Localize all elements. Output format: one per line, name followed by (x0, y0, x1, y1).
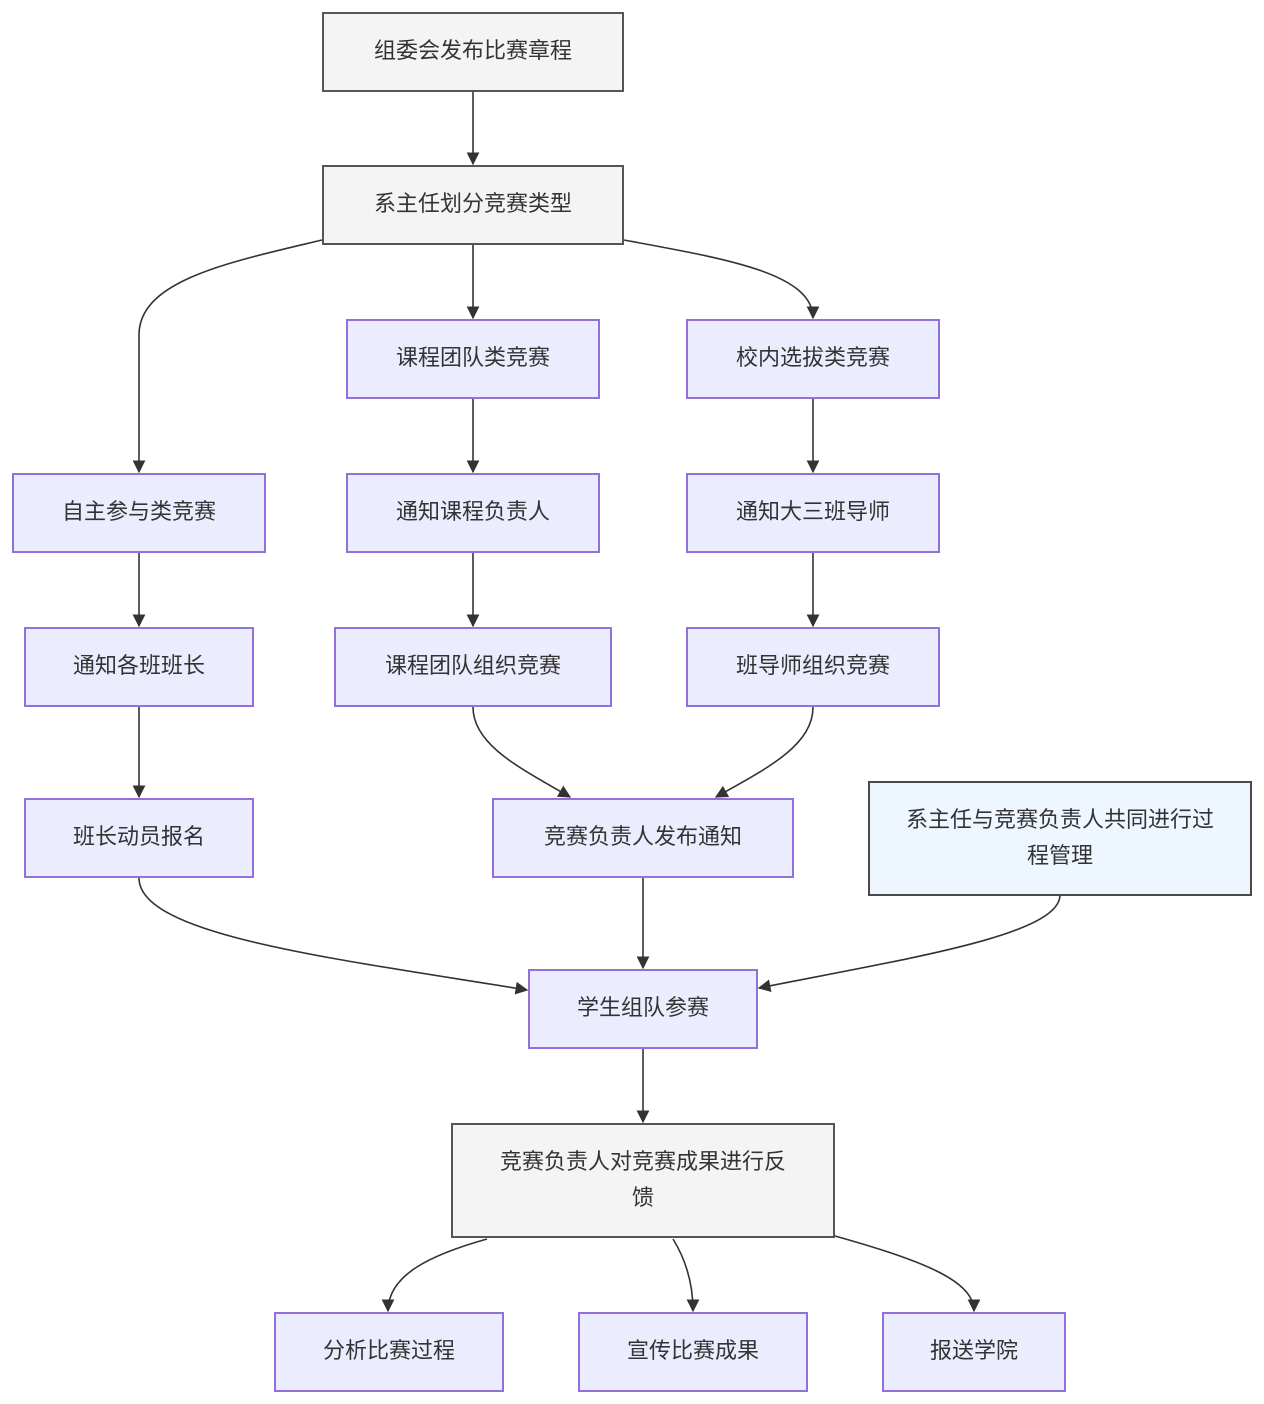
node-n18-label: 报送学院 (929, 1339, 1018, 1365)
node-n13: 系主任与竞赛负责人共同进行过程管理 (868, 781, 1252, 896)
node-n17-label: 宣传比赛成果 (626, 1339, 759, 1365)
node-n16: 分析比赛过程 (274, 1312, 504, 1392)
node-n11: 班长动员报名 (24, 798, 254, 878)
node-n3: 课程团队类竞赛 (346, 319, 600, 399)
node-n6: 通知课程负责人 (346, 473, 600, 553)
node-n7-label: 通知大三班导师 (735, 500, 890, 526)
node-n15-label: 竞赛负责人对竞赛成果进行反馈 (499, 1150, 786, 1211)
node-n13-label: 系主任与竞赛负责人共同进行过程管理 (905, 808, 1214, 869)
node-n7: 通知大三班导师 (686, 473, 940, 553)
edge-n11-n14 (138, 877, 529, 995)
node-n14-label: 学生组队参赛 (576, 996, 709, 1022)
edge-n2-n4 (623, 239, 820, 320)
node-n18: 报送学院 (882, 1312, 1066, 1392)
node-n1-label: 组委会发布比赛章程 (373, 39, 572, 65)
node-n5-label: 自主参与类竞赛 (61, 500, 216, 526)
node-n10-label: 班导师组织竞赛 (735, 654, 890, 680)
node-n8-label: 通知各班班长 (72, 654, 205, 680)
node-n15: 竞赛负责人对竞赛成果进行反馈 (451, 1123, 835, 1238)
node-n3-label: 课程团队类竞赛 (395, 346, 550, 372)
edge-n2-n5 (132, 239, 323, 474)
edge-n10-n12 (714, 706, 814, 798)
edge-n13-n14 (757, 894, 1061, 993)
node-n8: 通知各班班长 (24, 627, 254, 707)
node-n9: 课程团队组织竞赛 (334, 627, 612, 707)
node-n12-label: 竞赛负责人发布通知 (543, 825, 742, 851)
node-n2-label: 系主任划分竞赛类型 (373, 192, 572, 218)
node-n14: 学生组队参赛 (528, 969, 758, 1049)
node-n10: 班导师组织竞赛 (686, 627, 940, 707)
node-n9-label: 课程团队组织竞赛 (384, 654, 561, 680)
node-n2: 系主任划分竞赛类型 (322, 165, 624, 245)
edge-n15-n18 (834, 1235, 981, 1313)
edge-n15-n16 (381, 1238, 488, 1313)
node-n4: 校内选拔类竞赛 (686, 319, 940, 399)
node-n4-label: 校内选拔类竞赛 (735, 346, 890, 372)
node-n6-label: 通知课程负责人 (395, 500, 550, 526)
node-n16-label: 分析比赛过程 (322, 1339, 455, 1365)
node-n11-label: 班长动员报名 (72, 825, 205, 851)
node-n5: 自主参与类竞赛 (12, 473, 266, 553)
node-n1: 组委会发布比赛章程 (322, 12, 624, 92)
edge-n9-n12 (472, 706, 572, 798)
edge-n15-n17 (672, 1238, 700, 1313)
node-n17: 宣传比赛成果 (578, 1312, 808, 1392)
node-n12: 竞赛负责人发布通知 (492, 798, 794, 878)
